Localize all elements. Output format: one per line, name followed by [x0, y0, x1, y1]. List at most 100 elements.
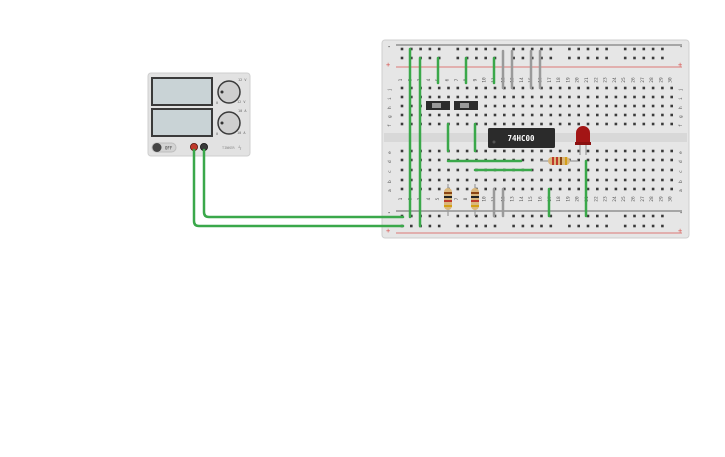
breadboard-hole[interactable]: [568, 95, 571, 99]
breadboard-hole[interactable]: [447, 113, 450, 117]
slide-switch-1[interactable]: [426, 101, 450, 110]
breadboard-hole[interactable]: [428, 56, 432, 60]
breadboard-hole[interactable]: [521, 214, 525, 218]
breadboard-hole[interactable]: [586, 224, 590, 228]
breadboard-hole[interactable]: [484, 47, 487, 51]
breadboard-hole[interactable]: [549, 47, 553, 51]
breadboard-hole[interactable]: [633, 214, 636, 218]
breadboard-hole[interactable]: [503, 187, 506, 191]
breadboard-hole[interactable]: [475, 224, 478, 228]
breadboard-hole[interactable]: [484, 178, 487, 182]
breadboard-hole[interactable]: [437, 178, 441, 182]
breadboard-hole[interactable]: [605, 168, 608, 172]
breadboard-hole[interactable]: [558, 104, 562, 108]
breadboard-hole[interactable]: [651, 224, 655, 228]
breadboard-hole[interactable]: [605, 187, 608, 191]
breadboard-hole[interactable]: [586, 149, 590, 153]
breadboard-hole[interactable]: [661, 158, 664, 162]
breadboard-hole[interactable]: [670, 104, 673, 108]
breadboard-hole[interactable]: [503, 95, 506, 99]
breadboard-hole[interactable]: [549, 224, 553, 228]
breadboard-hole[interactable]: [651, 56, 655, 60]
breadboard-hole[interactable]: [623, 113, 627, 117]
breadboard-hole[interactable]: [558, 122, 562, 126]
breadboard-hole[interactable]: [633, 56, 636, 60]
breadboard-hole[interactable]: [512, 149, 515, 153]
breadboard-hole[interactable]: [577, 224, 580, 228]
breadboard-hole[interactable]: [586, 214, 590, 218]
breadboard-hole[interactable]: [400, 56, 404, 60]
breadboard-hole[interactable]: [530, 158, 534, 162]
breadboard-hole[interactable]: [530, 47, 534, 51]
breadboard-hole[interactable]: [577, 158, 580, 162]
breadboard-hole[interactable]: [503, 122, 506, 126]
breadboard-hole[interactable]: [577, 47, 580, 51]
breadboard-hole[interactable]: [475, 149, 478, 153]
breadboard-hole[interactable]: [605, 224, 608, 228]
breadboard-hole[interactable]: [558, 95, 562, 99]
breadboard-hole[interactable]: [456, 149, 460, 153]
breadboard-hole[interactable]: [503, 113, 506, 117]
breadboard-hole[interactable]: [512, 47, 515, 51]
breadboard-hole[interactable]: [586, 158, 590, 162]
breadboard-hole[interactable]: [521, 158, 525, 162]
breadboard-hole[interactable]: [642, 95, 646, 99]
breadboard-hole[interactable]: [503, 104, 506, 108]
breadboard-hole[interactable]: [623, 47, 627, 51]
breadboard-hole[interactable]: [540, 122, 543, 126]
breadboard-hole[interactable]: [642, 168, 646, 172]
breadboard-hole[interactable]: [456, 95, 460, 99]
breadboard-hole[interactable]: [512, 214, 515, 218]
breadboard-hole[interactable]: [605, 47, 608, 51]
breadboard-hole[interactable]: [512, 56, 515, 60]
breadboard-hole[interactable]: [577, 104, 580, 108]
breadboard-hole[interactable]: [530, 149, 534, 153]
breadboard-hole[interactable]: [437, 122, 441, 126]
breadboard-hole[interactable]: [596, 47, 599, 51]
breadboard-hole[interactable]: [437, 86, 441, 90]
breadboard-hole[interactable]: [549, 122, 553, 126]
breadboard-hole[interactable]: [410, 122, 413, 126]
breadboard-hole[interactable]: [428, 168, 432, 172]
breadboard-hole[interactable]: [577, 113, 580, 117]
breadboard-hole[interactable]: [661, 104, 664, 108]
breadboard-hole[interactable]: [549, 168, 553, 172]
breadboard-hole[interactable]: [437, 47, 441, 51]
breadboard-hole[interactable]: [596, 122, 599, 126]
breadboard-hole[interactable]: [540, 214, 543, 218]
resistor-vertical-1[interactable]: [444, 184, 452, 216]
breadboard-hole[interactable]: [633, 95, 636, 99]
breadboard-hole[interactable]: [586, 56, 590, 60]
breadboard-hole[interactable]: [642, 86, 646, 90]
breadboard-hole[interactable]: [530, 178, 534, 182]
breadboard-hole[interactable]: [465, 122, 469, 126]
breadboard-hole[interactable]: [651, 168, 655, 172]
breadboard-hole[interactable]: [540, 104, 543, 108]
breadboard-hole[interactable]: [512, 86, 515, 90]
breadboard-hole[interactable]: [540, 149, 543, 153]
breadboard-hole[interactable]: [568, 187, 571, 191]
breadboard-hole[interactable]: [596, 149, 599, 153]
breadboard-hole[interactable]: [400, 178, 404, 182]
breadboard-hole[interactable]: [651, 187, 655, 191]
breadboard-hole[interactable]: [577, 122, 580, 126]
breadboard-hole[interactable]: [623, 214, 627, 218]
breadboard-hole[interactable]: [586, 47, 590, 51]
breadboard-hole[interactable]: [577, 86, 580, 90]
breadboard-hole[interactable]: [614, 104, 618, 108]
breadboard-hole[interactable]: [633, 113, 636, 117]
breadboard-hole[interactable]: [410, 168, 413, 172]
breadboard-hole[interactable]: [651, 178, 655, 182]
breadboard-hole[interactable]: [456, 214, 460, 218]
breadboard-hole[interactable]: [447, 168, 450, 172]
breadboard-hole[interactable]: [642, 104, 646, 108]
breadboard-hole[interactable]: [642, 47, 646, 51]
breadboard-hole[interactable]: [428, 187, 432, 191]
breadboard-hole[interactable]: [530, 224, 534, 228]
breadboard-hole[interactable]: [521, 178, 525, 182]
breadboard-hole[interactable]: [549, 56, 553, 60]
breadboard-hole[interactable]: [642, 149, 646, 153]
breadboard-hole[interactable]: [549, 104, 553, 108]
breadboard-hole[interactable]: [642, 113, 646, 117]
breadboard-hole[interactable]: [521, 95, 525, 99]
